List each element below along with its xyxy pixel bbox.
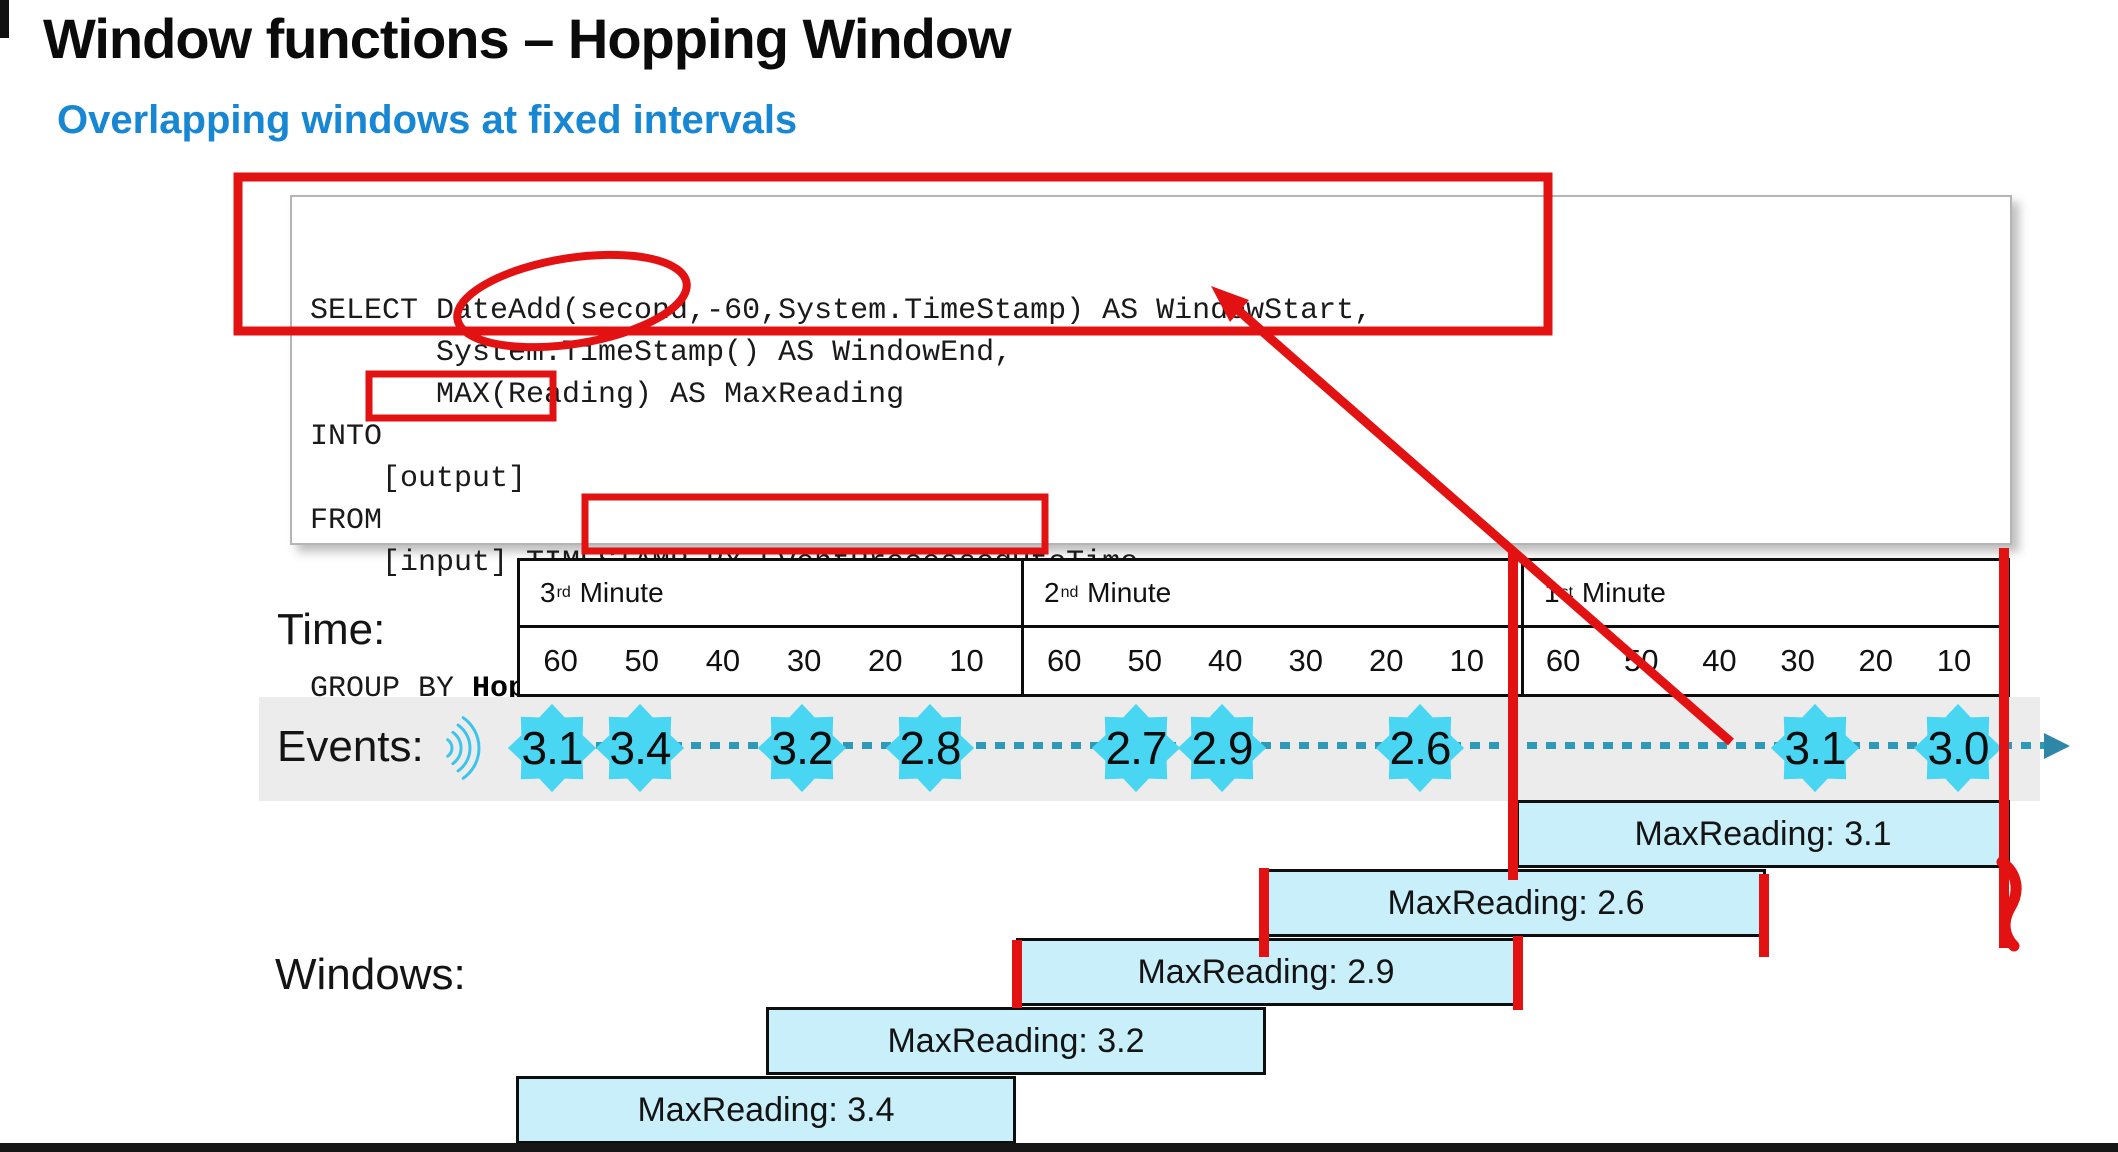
time-tick: 50 — [624, 643, 659, 678]
red-scribble-hook — [1996, 856, 2022, 952]
event-star: 3.0 — [1912, 702, 2004, 794]
page-title: Window functions – Hopping Window — [43, 7, 1012, 70]
window-box-label: MaxReading: 3.2 — [887, 1021, 1145, 1060]
burst-star-icon — [885, 703, 975, 793]
burst-star-icon — [507, 703, 597, 793]
event-value: 3.1 — [521, 722, 584, 774]
event-value: 2.6 — [1389, 722, 1452, 774]
time-row-label: Time: — [277, 605, 386, 654]
sql-code-line: System.TimeStamp() AS WindowEnd, — [310, 336, 1013, 370]
event-value: 3.0 — [1927, 722, 1990, 774]
slide-corner-mark — [0, 0, 9, 38]
sql-code-lines: SELECT DateAdd(second,-60,System.TimeSta… — [310, 290, 1372, 584]
windows-row-label: Windows: — [275, 950, 466, 999]
window-box: MaxReading: 2.9 — [1016, 938, 1516, 1006]
event-star: 2.8 — [884, 702, 976, 794]
sql-code-line: SELECT DateAdd(second,-60,System.TimeSta… — [310, 294, 1373, 328]
event-value: 3.1 — [1784, 722, 1847, 774]
sql-code-line: INTO — [310, 420, 383, 454]
timeline-arrow-icon — [2044, 733, 2070, 759]
page-subtitle: Overlapping windows at fixed intervals — [57, 98, 798, 142]
burst-star-icon — [1770, 703, 1860, 793]
time-tick: 50 — [1127, 643, 1162, 678]
sql-code-line: [output] — [310, 462, 527, 496]
tick-row: 60 50 40 30 20 10 — [520, 628, 1021, 694]
events-row-label: Events: — [277, 722, 424, 771]
time-tick: 20 — [1858, 643, 1894, 678]
time-tick: 20 — [868, 643, 903, 678]
sql-code-panel: SELECT DateAdd(second,-60,System.TimeSta… — [290, 195, 2012, 706]
tick-row: 60 50 40 30 20 10 — [1024, 628, 1521, 694]
event-star: 3.4 — [594, 702, 686, 794]
bottom-bar — [0, 1143, 2118, 1152]
tick-row: 60 50 40 30 20 10 — [1524, 628, 2007, 694]
time-tick: 30 — [1780, 643, 1815, 678]
event-star: 3.2 — [756, 702, 848, 794]
time-tick: 50 — [1624, 643, 1659, 678]
sql-code-line: FROM — [310, 504, 383, 538]
window-box: MaxReading: 3.1 — [1516, 800, 2010, 868]
window-box: MaxReading: 3.4 — [516, 1076, 1016, 1144]
window-box-label: MaxReading: 3.4 — [637, 1090, 895, 1129]
event-value: 2.8 — [899, 722, 962, 774]
time-tick: 20 — [1369, 643, 1404, 678]
event-value: 3.2 — [771, 722, 834, 774]
event-star: 2.7 — [1090, 702, 1182, 794]
burst-star-icon — [1913, 703, 2003, 793]
time-tick: 60 — [1047, 643, 1082, 678]
window-box-label: MaxReading: 2.6 — [1387, 883, 1645, 922]
signal-waves-icon — [446, 716, 481, 780]
burst-star-icon — [1091, 703, 1181, 793]
event-star: 2.6 — [1374, 702, 1466, 794]
event-star: 3.1 — [506, 702, 598, 794]
event-star: 2.9 — [1176, 702, 1268, 794]
time-tick: 60 — [1545, 643, 1581, 678]
time-tick: 10 — [949, 643, 984, 678]
window-box: MaxReading: 3.2 — [766, 1007, 1266, 1075]
event-value: 2.9 — [1191, 722, 1254, 774]
time-tick: 60 — [543, 643, 578, 678]
burst-star-icon — [595, 703, 685, 793]
time-tick: 40 — [1208, 643, 1243, 678]
burst-star-icon — [757, 703, 847, 793]
event-star: 3.1 — [1769, 702, 1861, 794]
time-tick: 30 — [1288, 643, 1323, 678]
window-box: MaxReading: 2.6 — [1266, 869, 1766, 937]
time-tick: 40 — [705, 643, 741, 678]
time-tick: 10 — [1936, 643, 1972, 678]
event-timeline-dotted-line — [520, 742, 2044, 749]
window-box-label: MaxReading: 2.9 — [1137, 952, 1395, 991]
event-value: 2.7 — [1105, 722, 1168, 774]
time-tick: 10 — [1449, 643, 1484, 678]
sql-code-line: MAX(Reading) AS MaxReading — [310, 378, 905, 412]
time-tick: 30 — [786, 643, 822, 678]
window-box-label: MaxReading: 3.1 — [1634, 814, 1892, 853]
event-value: 3.4 — [609, 722, 672, 774]
time-tick: 40 — [1702, 643, 1737, 678]
